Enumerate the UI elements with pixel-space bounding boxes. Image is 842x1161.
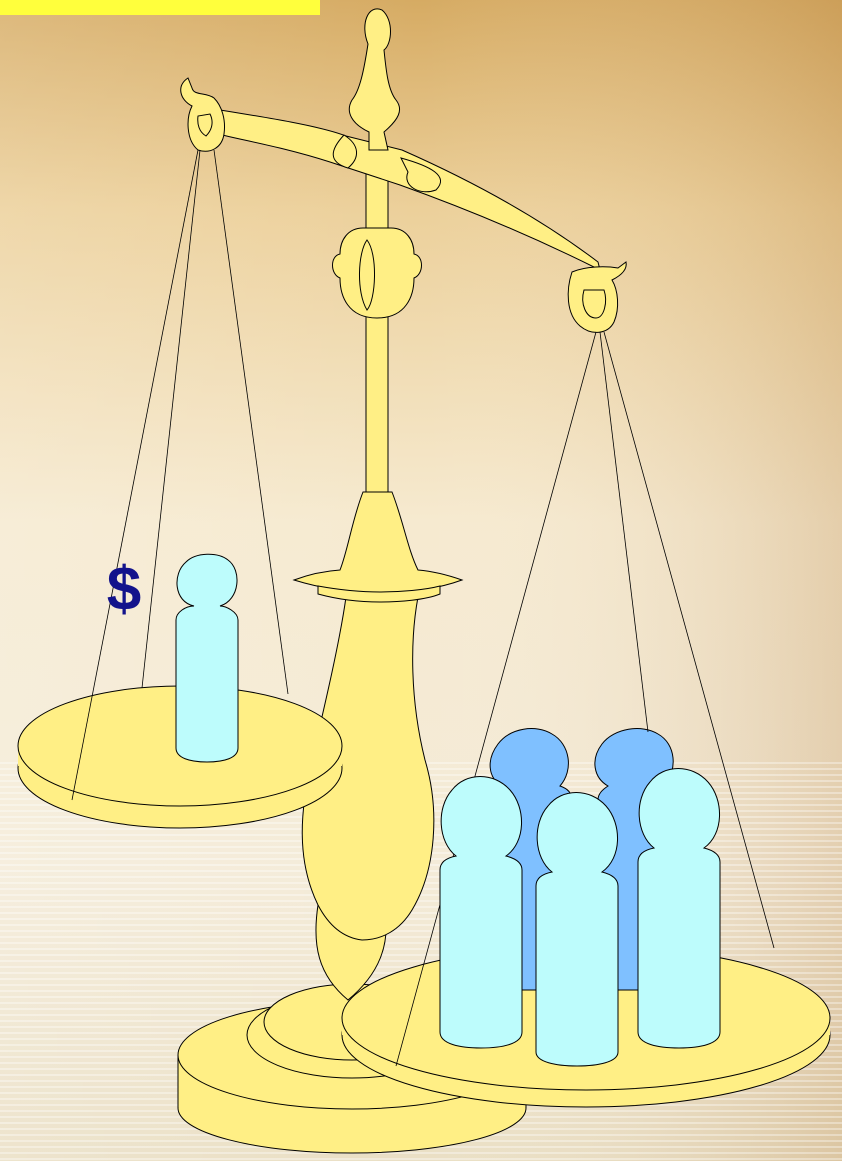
right-figures-front xyxy=(440,769,720,1067)
highlight-box xyxy=(0,0,320,15)
dollar-symbol: $ xyxy=(107,555,141,624)
left-figure xyxy=(176,554,238,762)
